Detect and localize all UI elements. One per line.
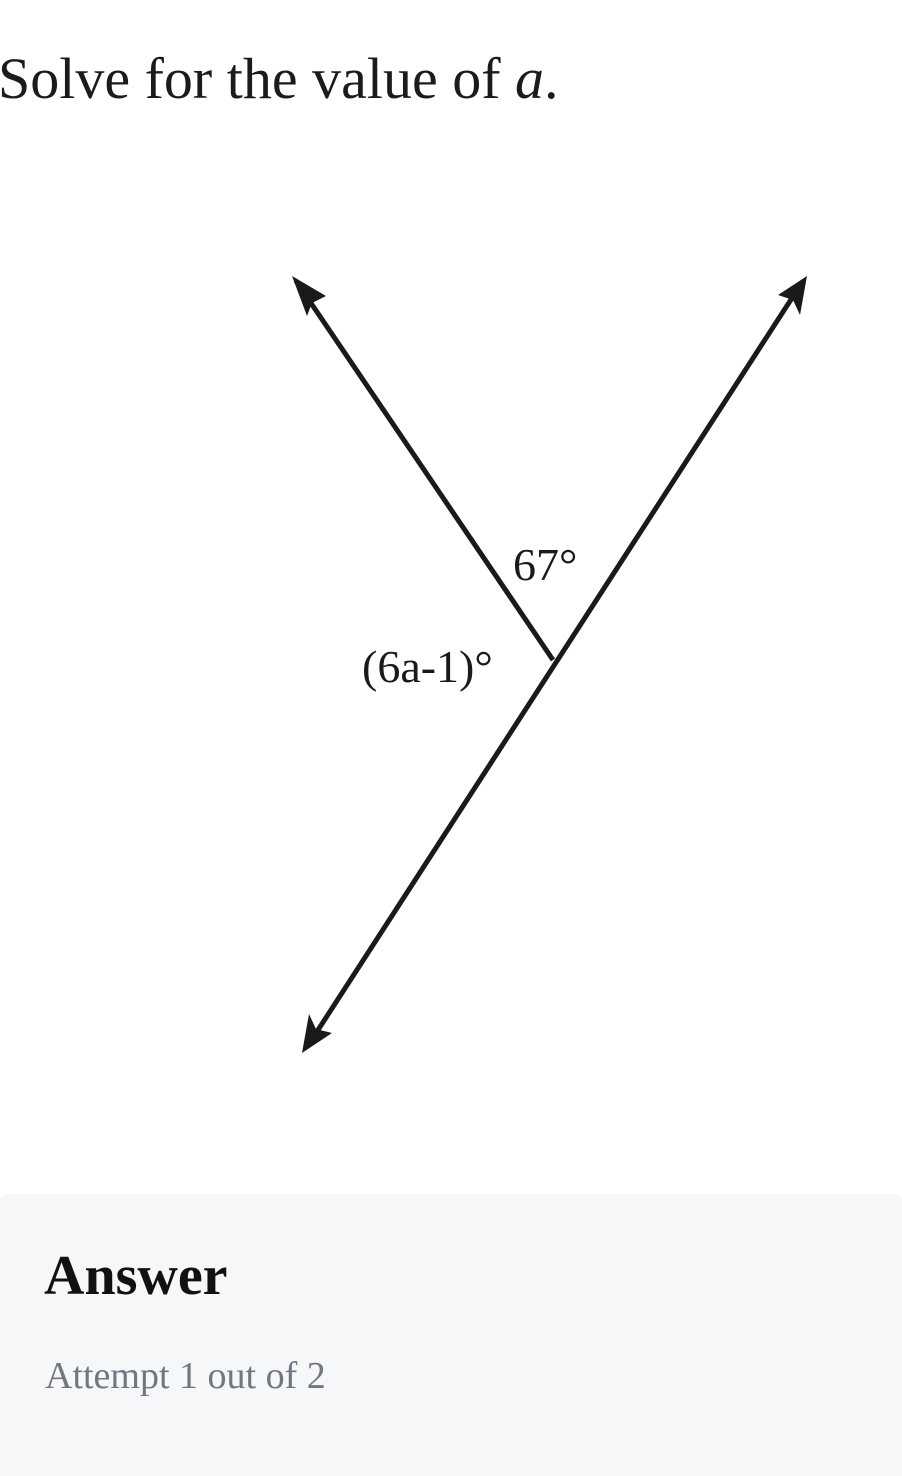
attempt-counter: Attempt 1 out of 2: [45, 1355, 326, 1397]
lower-left-arrowhead: [302, 1014, 332, 1053]
question-text: Solve for the value of: [0, 46, 516, 111]
question-prompt: Solve for the value of a.: [0, 44, 559, 114]
angle-diagram: /* marker scale handled via markerWidth;…: [292, 276, 807, 1053]
answer-heading: Answer: [44, 1245, 228, 1307]
left-ray-arrowhead: [292, 276, 326, 316]
left-ray: [293, 279, 556, 662]
question-period: .: [544, 46, 559, 111]
transversal-line: [304, 279, 806, 1049]
angle-label-6a-minus-1: (6a-1)°: [362, 641, 493, 692]
arrowheads: [292, 276, 807, 1053]
angle-label-67: 67°: [513, 539, 577, 590]
question-variable: a: [515, 46, 545, 111]
upper-right-arrowhead: [778, 276, 807, 315]
answer-panel: Answer Attempt 1 out of 2: [0, 1194, 902, 1476]
